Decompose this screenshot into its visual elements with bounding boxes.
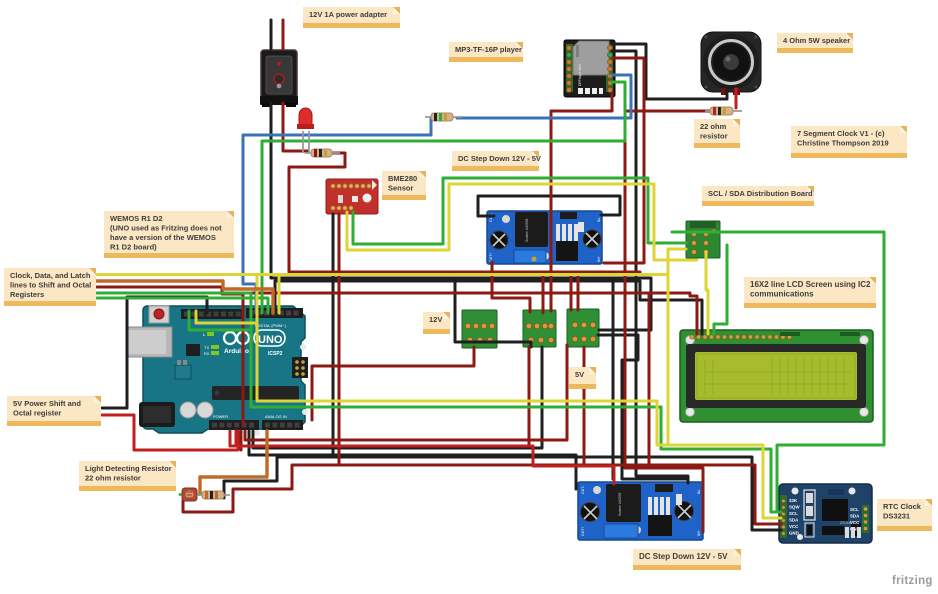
svg-text:4 Ohm 5W speaker: 4 Ohm 5W speaker bbox=[783, 36, 850, 45]
svg-text:16X2 line LCD Screen using IC2: 16X2 line LCD Screen using IC2 bbox=[750, 280, 871, 289]
svg-text:OUT-: OUT- bbox=[581, 485, 585, 494]
svg-text:DC Step Down 12V - 5V: DC Step Down 12V - 5V bbox=[639, 552, 728, 561]
svg-text:12V: 12V bbox=[429, 315, 442, 324]
svg-text:SQW: SQW bbox=[789, 505, 800, 510]
svg-text:Clock, Data, and Latch: Clock, Data, and Latch bbox=[10, 271, 91, 280]
svg-text:5V: 5V bbox=[575, 370, 584, 379]
svg-text:UNO: UNO bbox=[258, 334, 283, 346]
svg-text:TX: TX bbox=[204, 345, 209, 350]
svg-text:fritzing: fritzing bbox=[892, 575, 933, 587]
svg-text:OUT+: OUT+ bbox=[489, 253, 493, 262]
svg-text:RX: RX bbox=[204, 351, 210, 356]
svg-text:IN-: IN- bbox=[597, 217, 601, 223]
svg-text:SCL: SCL bbox=[850, 507, 859, 512]
svg-text:Registers: Registers bbox=[10, 290, 44, 299]
svg-text:SCL: SCL bbox=[789, 511, 798, 516]
svg-text:OUT+: OUT+ bbox=[581, 527, 585, 536]
svg-text:DFPlayer Mini: DFPlayer Mini bbox=[578, 64, 582, 86]
svg-text:IN+: IN+ bbox=[597, 256, 601, 262]
svg-text:22 ohm: 22 ohm bbox=[700, 122, 727, 131]
svg-text:DS3231: DS3231 bbox=[883, 512, 910, 521]
svg-text:IN-: IN- bbox=[697, 489, 701, 495]
svg-text:GND: GND bbox=[789, 531, 799, 536]
svg-text:7 Segment Clock V1 - (c): 7 Segment Clock V1 - (c) bbox=[797, 129, 885, 138]
svg-text:lines to Shift and Octal: lines to Shift and Octal bbox=[10, 281, 91, 290]
svg-text:have a version of the WEMOS: have a version of the WEMOS bbox=[110, 233, 216, 242]
svg-text:Christine Thompson 2019: Christine Thompson 2019 bbox=[797, 139, 889, 148]
svg-text:R1 D2 board): R1 D2 board) bbox=[110, 243, 157, 252]
svg-text:VCC: VCC bbox=[789, 524, 799, 529]
svg-text:5V Power Shift and: 5V Power Shift and bbox=[13, 399, 81, 408]
svg-text:DIGITAL (PWM~): DIGITAL (PWM~) bbox=[255, 323, 287, 328]
svg-text:RTC Clock: RTC Clock bbox=[883, 502, 922, 511]
svg-text:SCL / SDA Distribution Board: SCL / SDA Distribution Board bbox=[708, 189, 813, 198]
svg-text:ZS-042: ZS-042 bbox=[840, 521, 852, 525]
svg-text:IN+: IN+ bbox=[697, 530, 701, 536]
svg-text:DC Step Down 12V - 5V: DC Step Down 12V - 5V bbox=[458, 154, 541, 163]
svg-text:Sensor: Sensor bbox=[388, 184, 414, 193]
svg-text:SDA: SDA bbox=[789, 518, 799, 523]
svg-text:communications: communications bbox=[750, 290, 814, 299]
svg-text:(UNO used as Fritzing does not: (UNO used as Fritzing does not bbox=[110, 224, 222, 233]
svg-text:BME280: BME280 bbox=[388, 174, 417, 183]
svg-text:22 ohm resistor: 22 ohm resistor bbox=[85, 474, 141, 483]
svg-text:MP3-TF-16P player: MP3-TF-16P player bbox=[455, 45, 522, 54]
svg-text:Sunkee LM2596: Sunkee LM2596 bbox=[525, 219, 529, 242]
svg-text:ANALOG IN: ANALOG IN bbox=[265, 414, 287, 419]
svg-text:L: L bbox=[203, 332, 206, 337]
svg-text:12V 1A power adapter: 12V 1A power adapter bbox=[309, 10, 387, 19]
svg-text:SDA: SDA bbox=[850, 514, 860, 519]
svg-text:WEMOS R1 D2: WEMOS R1 D2 bbox=[110, 214, 163, 223]
svg-text:VCC: VCC bbox=[850, 520, 860, 525]
svg-text:ICSP2: ICSP2 bbox=[268, 351, 283, 357]
svg-text:32K: 32K bbox=[789, 498, 798, 503]
svg-text:Light Detecting Resistor: Light Detecting Resistor bbox=[85, 464, 172, 473]
svg-text:Arduino: Arduino bbox=[224, 348, 249, 355]
svg-text:POWER: POWER bbox=[213, 414, 228, 419]
svg-text:resistor: resistor bbox=[700, 132, 728, 141]
svg-text:Octal register: Octal register bbox=[13, 409, 61, 418]
svg-text:Sunkee LM2596: Sunkee LM2596 bbox=[618, 493, 622, 516]
